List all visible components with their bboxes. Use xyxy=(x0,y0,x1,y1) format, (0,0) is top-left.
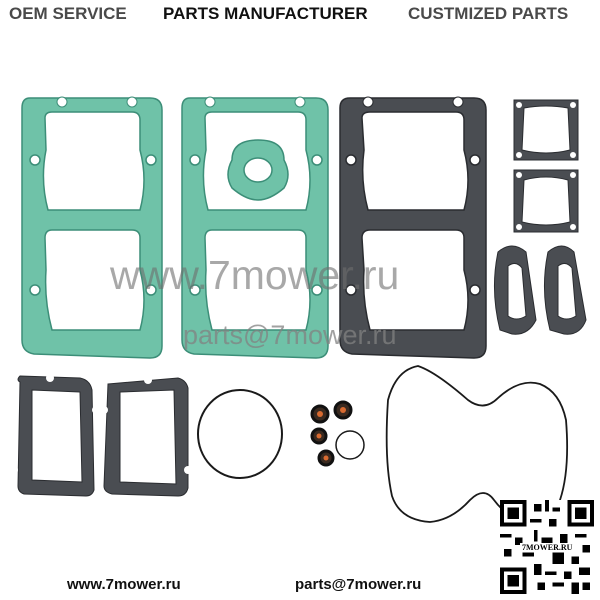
banner-customized-parts: CUSTMIZED PARTS xyxy=(408,4,569,23)
cover-seal-loop xyxy=(385,365,569,525)
head-gasket-dark xyxy=(339,96,487,359)
reed-gasket-right xyxy=(100,376,192,497)
flange-gasket-green xyxy=(227,139,289,201)
exhaust-gasket-bottom xyxy=(513,169,579,233)
footer-website-link[interactable]: www.7mower.ru xyxy=(67,576,181,593)
banner-parts-manufacturer: PARTS MANUFACTURER xyxy=(163,4,368,23)
o-ring-large xyxy=(197,389,283,479)
footer-email-link[interactable]: parts@7mower.ru xyxy=(295,576,422,593)
qr-label: 7MOWER.RU xyxy=(520,543,575,552)
reed-gasket-left xyxy=(10,374,100,497)
manifold-gasket-right xyxy=(543,245,587,335)
exhaust-gasket-top xyxy=(513,99,579,161)
head-gasket-green-center xyxy=(181,96,329,359)
banner-oem-service: OEM SERVICE xyxy=(9,4,127,23)
head-gasket-green-left xyxy=(21,96,163,359)
seal-set xyxy=(310,400,365,467)
manifold-gasket-left xyxy=(493,245,537,335)
